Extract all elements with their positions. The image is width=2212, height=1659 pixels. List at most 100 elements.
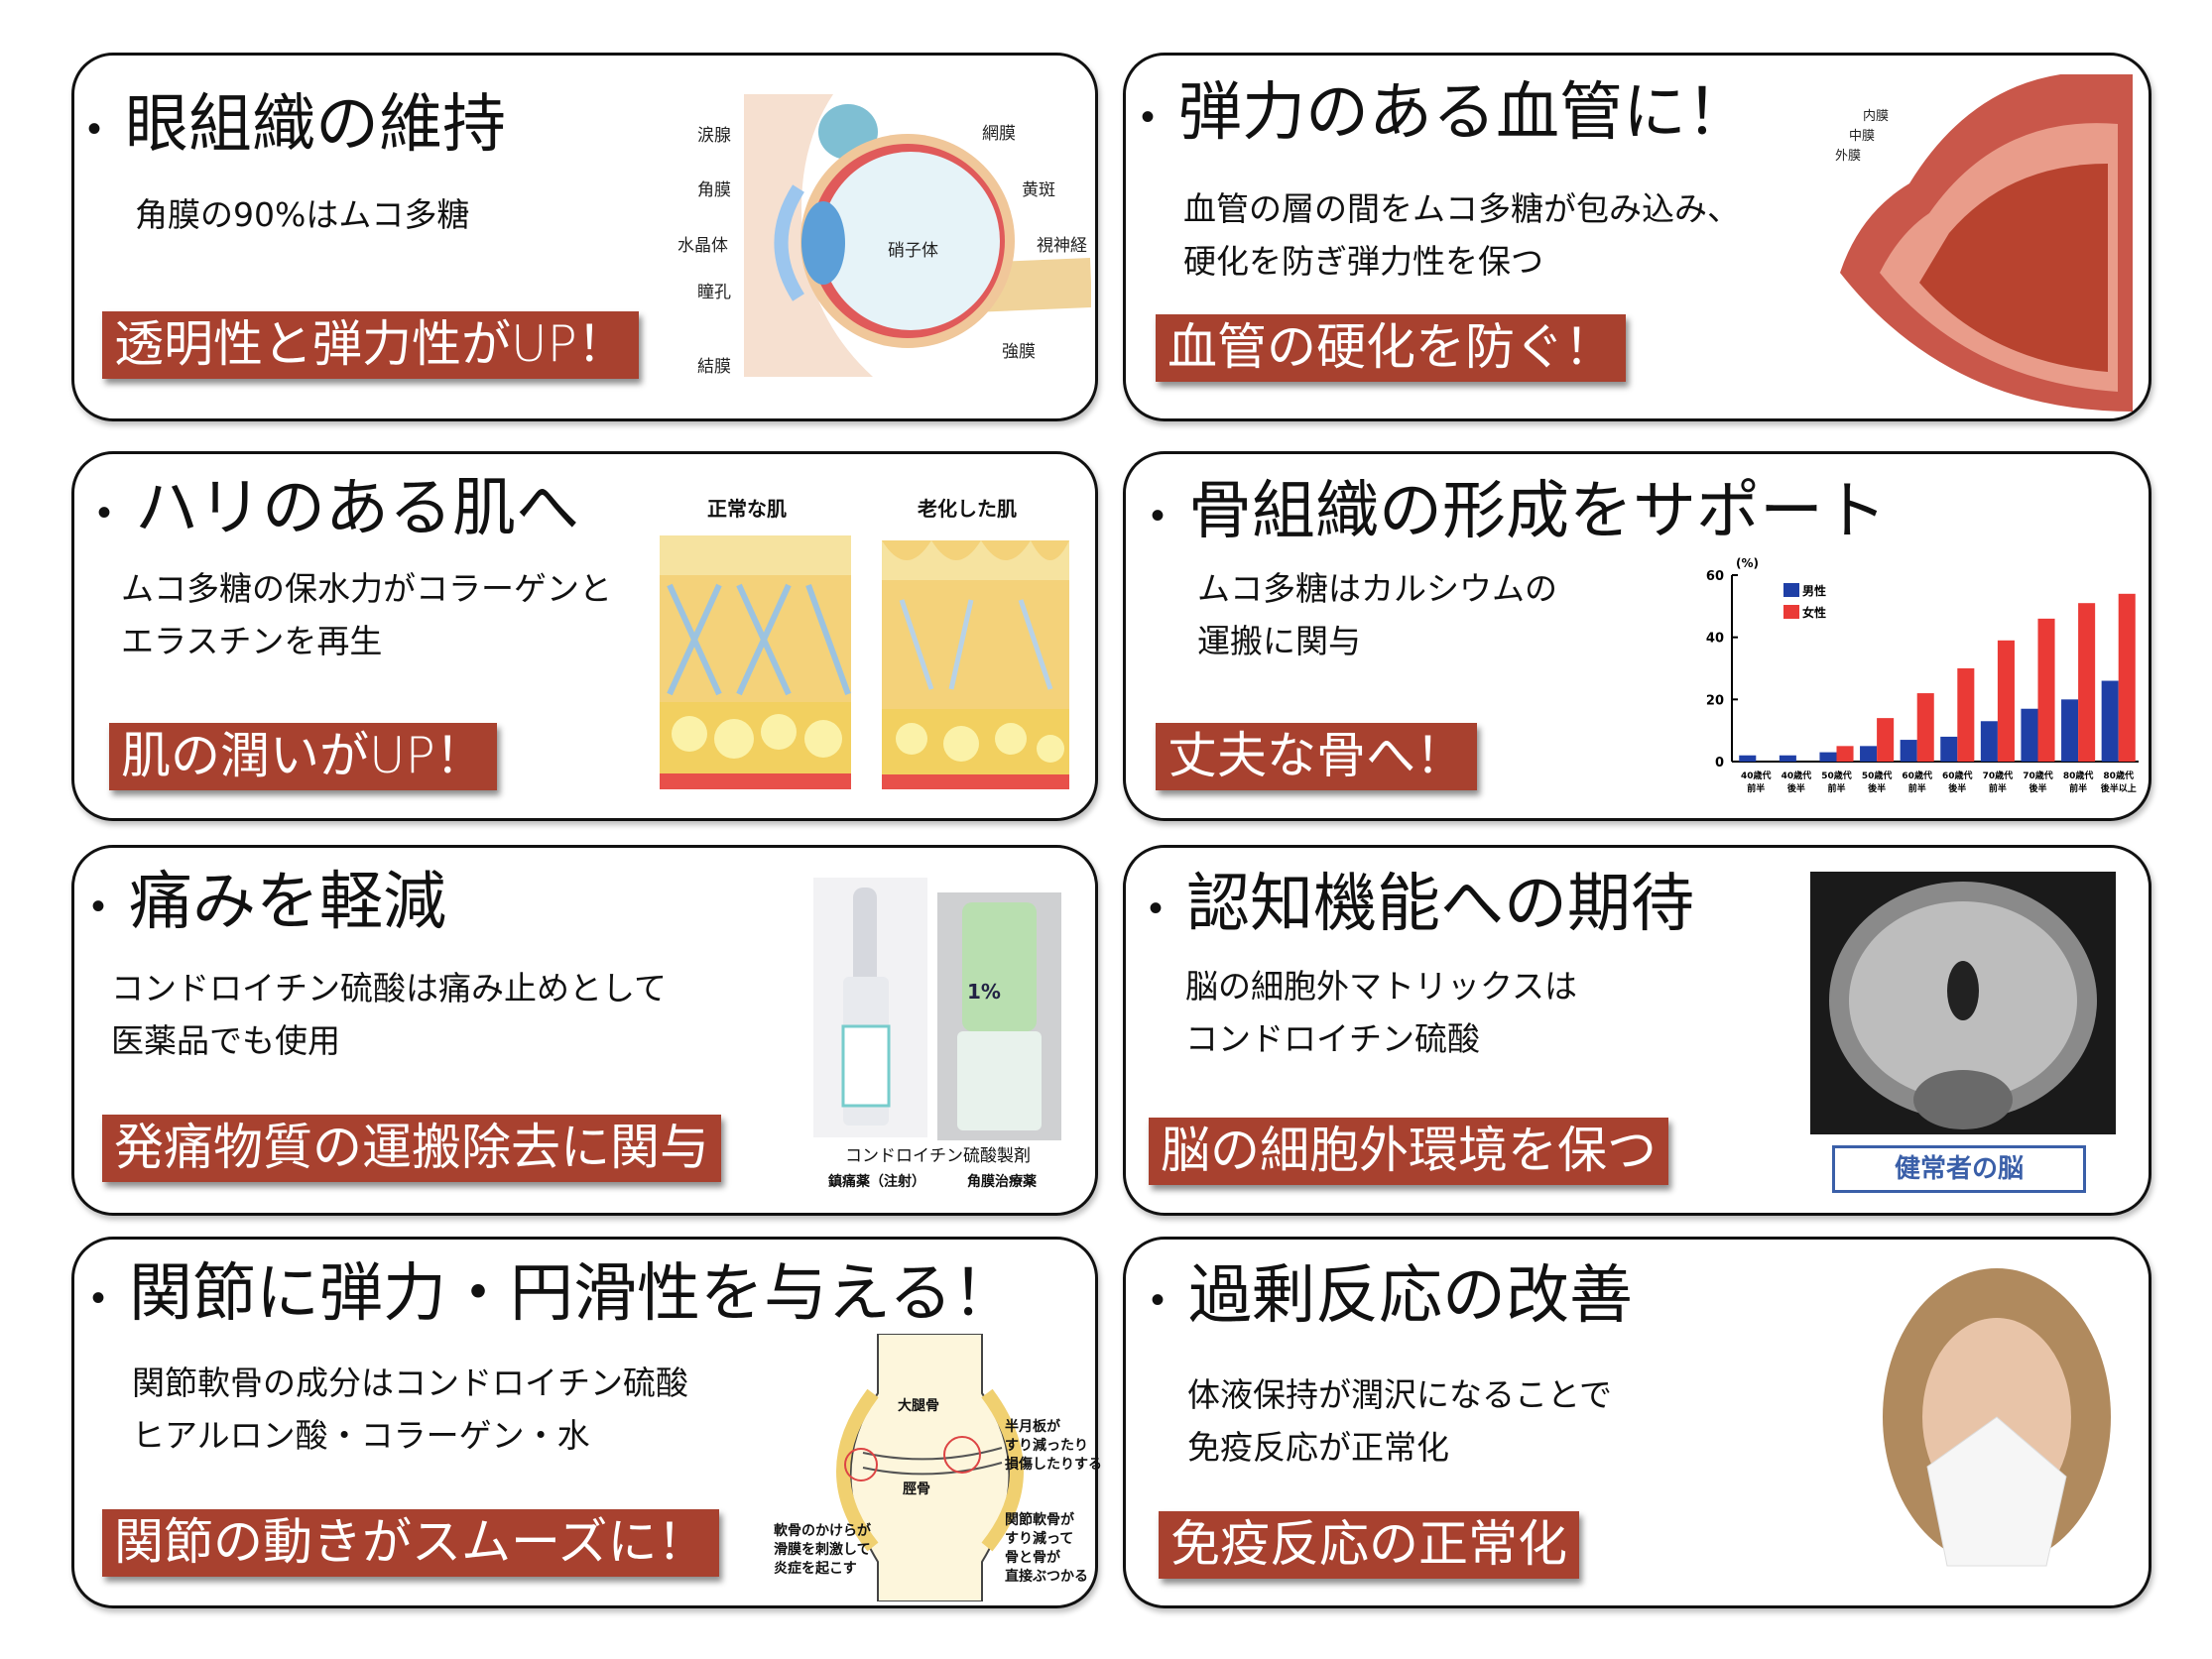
eye-label-conjunctiva: 結膜 <box>697 357 731 377</box>
x-tick-label: 前半 <box>1908 782 1926 794</box>
joint-label-meniscus: 半月板がすり減ったり損傷したりする <box>1005 1418 1102 1475</box>
drug-caption: コンドロイチン硫酸製剤 <box>845 1146 1031 1166</box>
x-tick-label: 70歳代 <box>2023 770 2053 781</box>
y-unit-label: (%) <box>1736 556 1759 570</box>
bar-female <box>1997 640 2015 762</box>
x-tick-label: 60歳代 <box>1942 770 1973 781</box>
benefit-badge: 透明性と弾力性がUP！ <box>102 311 639 379</box>
panel-title: •弾力のある血管に！ <box>1141 76 1751 150</box>
eye-diagram <box>744 94 1091 377</box>
x-tick-label: 後半 <box>1787 782 1805 794</box>
bottle-label: 1% <box>967 980 1001 1004</box>
description-line: ムコ多糖の保水力がコラーゲンと <box>121 569 612 608</box>
joint-label-femur: 大腿骨 <box>898 1398 939 1414</box>
panel-description: 血管の層の間をムコ多糖が包み込み、硬化を防ぎ弾力性を保つ <box>1183 182 1740 288</box>
y-tick-label: 60 <box>1706 569 1724 584</box>
bar-chart: 0204060(%)40歳代前半40歳代後半50歳代前半50歳代後半60歳代前半… <box>1706 556 2139 794</box>
description-line: 医薬品でも使用 <box>111 1021 340 1060</box>
panel-description: 関節軟骨の成分はコンドロイチン硫酸ヒアルロン酸・コラーゲン・水 <box>132 1357 688 1462</box>
benefit-badge: 肌の潤いがUP！ <box>109 723 497 790</box>
label-line: 損傷したりする <box>1005 1457 1102 1473</box>
bar-male <box>2021 708 2038 762</box>
panel-description: 角膜の90%はムコ多糖 <box>135 188 469 241</box>
bar-male <box>1940 736 1958 762</box>
description-line: コンドロイチン硫酸は痛み止めとして <box>111 969 668 1007</box>
eye-drop-bottle-photo <box>937 892 1061 1140</box>
panel-description: 脳の細胞外マトリックスはコンドロイチン硫酸 <box>1185 960 1577 1065</box>
brain-mri-image <box>1810 872 2116 1134</box>
joint-label-tibia: 脛骨 <box>903 1481 930 1497</box>
x-tick-label: 前半 <box>1747 782 1765 794</box>
label-line: 直接ぶつかる <box>1005 1569 1088 1585</box>
joint-label-fragments: 軟骨のかけらが滑膜を刺激して炎症を起こす <box>774 1522 871 1579</box>
bar-male <box>1900 740 1917 762</box>
x-tick-label: 50歳代 <box>1862 770 1893 781</box>
bar-male <box>1779 755 1796 762</box>
title-text: 弾力のある血管に！ <box>1178 76 1751 150</box>
bar-female <box>1877 718 1895 762</box>
label-line: 骨と骨が <box>1005 1550 1060 1566</box>
legend-swatch <box>1783 583 1799 597</box>
x-tick-label: 前半 <box>1989 782 2007 794</box>
title-text: 過剰反応の改善 <box>1188 1259 1634 1333</box>
normal-skin-illustration <box>660 535 851 789</box>
panel-title: •ハリのある肌へ <box>97 472 580 545</box>
x-tick-label: 80歳代 <box>2063 770 2094 781</box>
legend-label: 女性 <box>1802 605 1826 620</box>
drug-left-caption: 鎮痛薬（注射） <box>828 1174 925 1190</box>
label-line: 関節軟骨が <box>1005 1512 1074 1528</box>
bar-female <box>2037 618 2055 762</box>
panel-description: ムコ多糖の保水力がコラーゲンとエラスチンを再生 <box>121 562 612 667</box>
description-line: 運搬に関与 <box>1197 622 1361 660</box>
skin-label-normal: 正常な肌 <box>707 497 787 521</box>
aged-skin-illustration <box>882 540 1069 789</box>
x-tick-label: 50歳代 <box>1821 770 1852 781</box>
description-line: コンドロイチン硫酸 <box>1185 1019 1480 1058</box>
title-text: 骨組織の形成をサポート <box>1188 475 1888 548</box>
bar-female <box>1836 746 1854 762</box>
x-tick-label: 前半 <box>1827 782 1845 794</box>
eye-label-macula: 黄斑 <box>1022 180 1055 200</box>
eye-label-retina: 網膜 <box>982 124 1016 144</box>
bar-male <box>2061 699 2079 762</box>
mri-caption: 健常者の脳 <box>1894 1154 2024 1184</box>
panel-title: •眼組織の維持 <box>87 88 507 162</box>
panel-description: コンドロイチン硫酸は痛み止めとして医薬品でも使用 <box>111 962 667 1067</box>
benefit-badge: 丈夫な骨へ！ <box>1156 723 1477 790</box>
description-line: 血管の層の間をムコ多糖が包み込み、 <box>1183 189 1740 228</box>
y-tick-label: 0 <box>1715 756 1724 770</box>
x-tick-label: 後半 <box>1948 782 1966 794</box>
label-line: すり減ったり <box>1005 1438 1088 1454</box>
title-text: ハリのある肌へ <box>135 472 580 545</box>
benefit-badge: 発痛物質の運搬除去に関与 <box>102 1115 721 1182</box>
vessel-label-intima: 内膜 <box>1863 109 1890 124</box>
title-text: 眼組織の維持 <box>125 88 507 162</box>
eye-label-sclera: 強膜 <box>1002 342 1036 362</box>
x-tick-label: 70歳代 <box>1983 770 2014 781</box>
vessel-label-adventitia: 外膜 <box>1835 149 1862 164</box>
panel-description: 体液保持が潤沢になることで免疫反応が正常化 <box>1187 1368 1612 1474</box>
title-text: 関節に弾力・円滑性を与える！ <box>129 1257 1017 1331</box>
eye-label-pupil: 瞳孔 <box>697 283 731 302</box>
description-line: 免疫反応が正常化 <box>1187 1428 1449 1467</box>
panel-title: •骨組織の形成をサポート <box>1151 475 1888 548</box>
joint-label-cartilage: 関節軟骨がすり減って骨と骨が直接ぶつかる <box>1005 1511 1088 1587</box>
panel-title: •痛みを軽減 <box>91 866 447 939</box>
bar-male <box>1739 755 1757 762</box>
x-tick-label: 後半以上 <box>2101 782 2137 794</box>
title-text: 痛みを軽減 <box>129 866 447 939</box>
panel-title: •過剰反応の改善 <box>1151 1259 1634 1333</box>
x-tick-label: 後半 <box>2028 782 2046 794</box>
bar-male <box>1860 746 1878 762</box>
bar-male <box>1980 721 1998 762</box>
bar-male <box>1819 752 1837 762</box>
ampoule-photo <box>813 878 927 1137</box>
eye-label-lacrimal: 涙腺 <box>697 126 731 146</box>
benefit-badge: 脳の細胞外環境を保つ <box>1149 1118 1668 1185</box>
vessel-label-media: 中膜 <box>1849 129 1876 144</box>
legend-swatch <box>1783 605 1799 619</box>
x-tick-label: 40歳代 <box>1782 770 1812 781</box>
x-tick-label: 後半 <box>1868 782 1886 794</box>
label-line: 滑膜を刺激して <box>774 1542 871 1558</box>
bar-female <box>1957 668 1975 762</box>
